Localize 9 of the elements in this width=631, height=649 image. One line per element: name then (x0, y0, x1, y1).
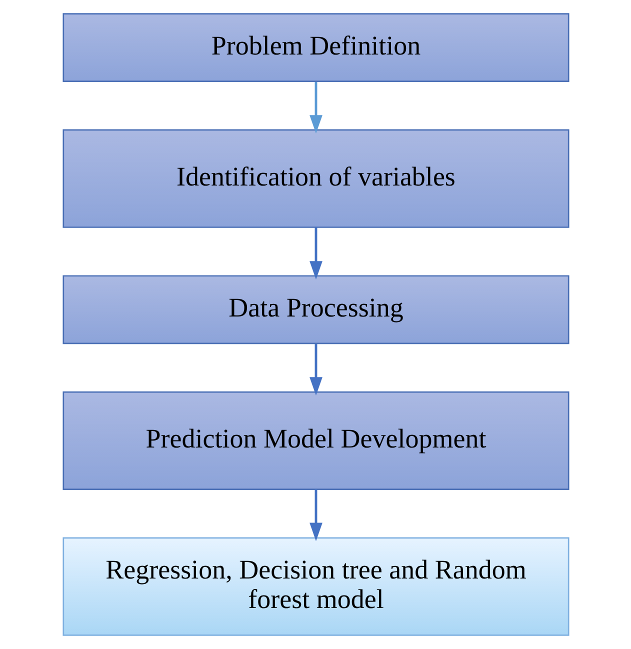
node-box: Identification of variables (62, 129, 569, 228)
node-box: Data Processing (62, 275, 569, 344)
arrow (309, 82, 322, 134)
node-box: Prediction Model Development (62, 391, 569, 490)
node-box: Problem Definition (62, 13, 569, 82)
arrow (309, 227, 322, 280)
arrow (309, 344, 322, 396)
arrow (309, 489, 322, 542)
node-box: Regression, Decision tree and Random forest model (62, 537, 569, 636)
